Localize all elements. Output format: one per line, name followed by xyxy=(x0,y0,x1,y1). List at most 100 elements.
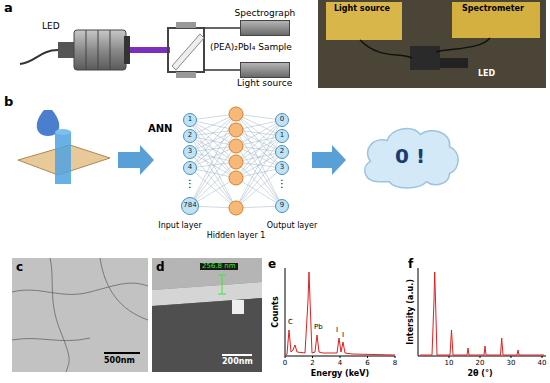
sem-image xyxy=(12,258,148,372)
instrument-box xyxy=(240,20,290,36)
eds-spectrum xyxy=(285,272,395,356)
scale-bar xyxy=(104,352,140,354)
neuron-node: 1 xyxy=(275,129,289,143)
result-text: 0 ! xyxy=(395,145,425,167)
axis-title: Counts xyxy=(272,296,280,327)
neuron-node: 2 xyxy=(275,145,289,159)
scale-label: 200nm xyxy=(222,358,253,366)
instrument-node: Spectrograph xyxy=(235,8,296,36)
sample-holder xyxy=(168,28,204,72)
neuron-number: 1 xyxy=(188,116,192,124)
neuron-number: 9 xyxy=(280,202,284,210)
peak-label: I xyxy=(336,327,338,334)
photo-led xyxy=(440,58,468,68)
axis xyxy=(418,268,546,356)
led-back xyxy=(58,42,74,58)
instrument-box xyxy=(240,62,290,78)
neuron-node: 3 xyxy=(183,145,197,159)
neuron-node: 1 xyxy=(183,113,197,127)
axis-title: 2θ (°) xyxy=(467,370,492,378)
layer-label: Output layer xyxy=(267,222,317,230)
light-beam xyxy=(130,47,170,53)
grain-crack xyxy=(50,258,69,372)
thickness-tick xyxy=(218,294,226,295)
panel-letter: a xyxy=(4,1,13,15)
part-label: LED xyxy=(42,22,60,31)
tick-label: 0 xyxy=(283,360,287,367)
tick-label: 20 xyxy=(476,360,485,367)
axis-ticks xyxy=(285,356,395,358)
led-ring xyxy=(98,30,99,70)
tick-label: 4 xyxy=(338,360,342,367)
tick-label: 40 xyxy=(538,360,547,367)
result-cloud: 0 ! xyxy=(358,122,462,190)
hidden-neuron xyxy=(229,171,243,185)
flow-arrow xyxy=(118,145,154,175)
neuron-number: 4 xyxy=(188,164,192,172)
photo-spectrometer xyxy=(452,2,540,38)
light-column-top xyxy=(55,129,71,135)
axis-title: Energy (keV) xyxy=(311,370,369,378)
tick-label: 8 xyxy=(393,360,397,367)
film-chip xyxy=(232,300,244,314)
panel-letter: e xyxy=(268,258,276,271)
axis-ticks xyxy=(449,356,542,358)
peak-label: C xyxy=(288,319,293,326)
neuron-number: 0 xyxy=(280,116,284,124)
led-ring xyxy=(86,30,87,70)
photo-label: Spectrometer xyxy=(462,5,524,13)
photo-cable xyxy=(436,38,490,52)
ellipsis: ⋮ xyxy=(185,179,195,190)
neuron-node: 0 xyxy=(275,113,289,127)
thickness-tick xyxy=(218,275,226,276)
photo-holder xyxy=(410,46,440,70)
instrument-node: Light source xyxy=(237,62,292,90)
fiber-line xyxy=(204,69,240,71)
cloud-outline xyxy=(365,129,458,188)
grain-crack xyxy=(12,283,148,294)
neuron-number: 1 xyxy=(280,132,284,140)
tick-label: 30 xyxy=(507,360,516,367)
hidden-neuron xyxy=(229,123,243,137)
sem-cross-section xyxy=(152,258,262,372)
panel-letter: f xyxy=(408,258,413,271)
holder-plate xyxy=(176,22,196,28)
neuron-number: 784 xyxy=(183,202,196,210)
dimension: 256.8 nm xyxy=(200,263,238,270)
layer-label: Input layer xyxy=(158,222,201,230)
led-cap xyxy=(124,36,130,64)
thickness-bar xyxy=(222,275,223,294)
led-body xyxy=(74,30,126,70)
setup-photo xyxy=(318,0,546,88)
panel-letter: b xyxy=(4,95,13,109)
peak-label: I xyxy=(342,332,344,339)
flow-arrow xyxy=(312,145,346,175)
neuron-number: 3 xyxy=(188,148,192,156)
photo-label: LED xyxy=(478,70,495,78)
ellipsis: ⋮ xyxy=(277,179,287,190)
axis xyxy=(285,268,395,356)
layer-label: Hidden layer 1 xyxy=(207,232,266,240)
neuron-node: 3 xyxy=(275,161,289,175)
sample-slab xyxy=(172,34,204,70)
photo-light-source xyxy=(326,2,402,40)
photo-label: Light source xyxy=(334,5,390,13)
hidden-neuron xyxy=(229,201,243,215)
neuron-node: 2 xyxy=(183,129,197,143)
network-label: ANN xyxy=(148,124,172,135)
xrd-pattern xyxy=(420,272,544,355)
fiber-line xyxy=(204,27,240,29)
panel-letter: d xyxy=(156,261,165,274)
substrate xyxy=(152,298,262,372)
neuron-number: 2 xyxy=(188,132,192,140)
axis-title: Intersity (a.u.) xyxy=(407,279,415,345)
neuron-node: 4 xyxy=(183,161,197,175)
neuron-number: 3 xyxy=(280,164,284,172)
hidden-neuron xyxy=(229,107,243,121)
hidden-neuron xyxy=(229,139,243,153)
led-ring xyxy=(110,30,111,70)
grain-crack xyxy=(12,338,90,341)
grain-crack xyxy=(100,258,148,320)
peak-label: Pb xyxy=(314,324,323,331)
instrument-label: Spectrograph xyxy=(235,8,296,20)
